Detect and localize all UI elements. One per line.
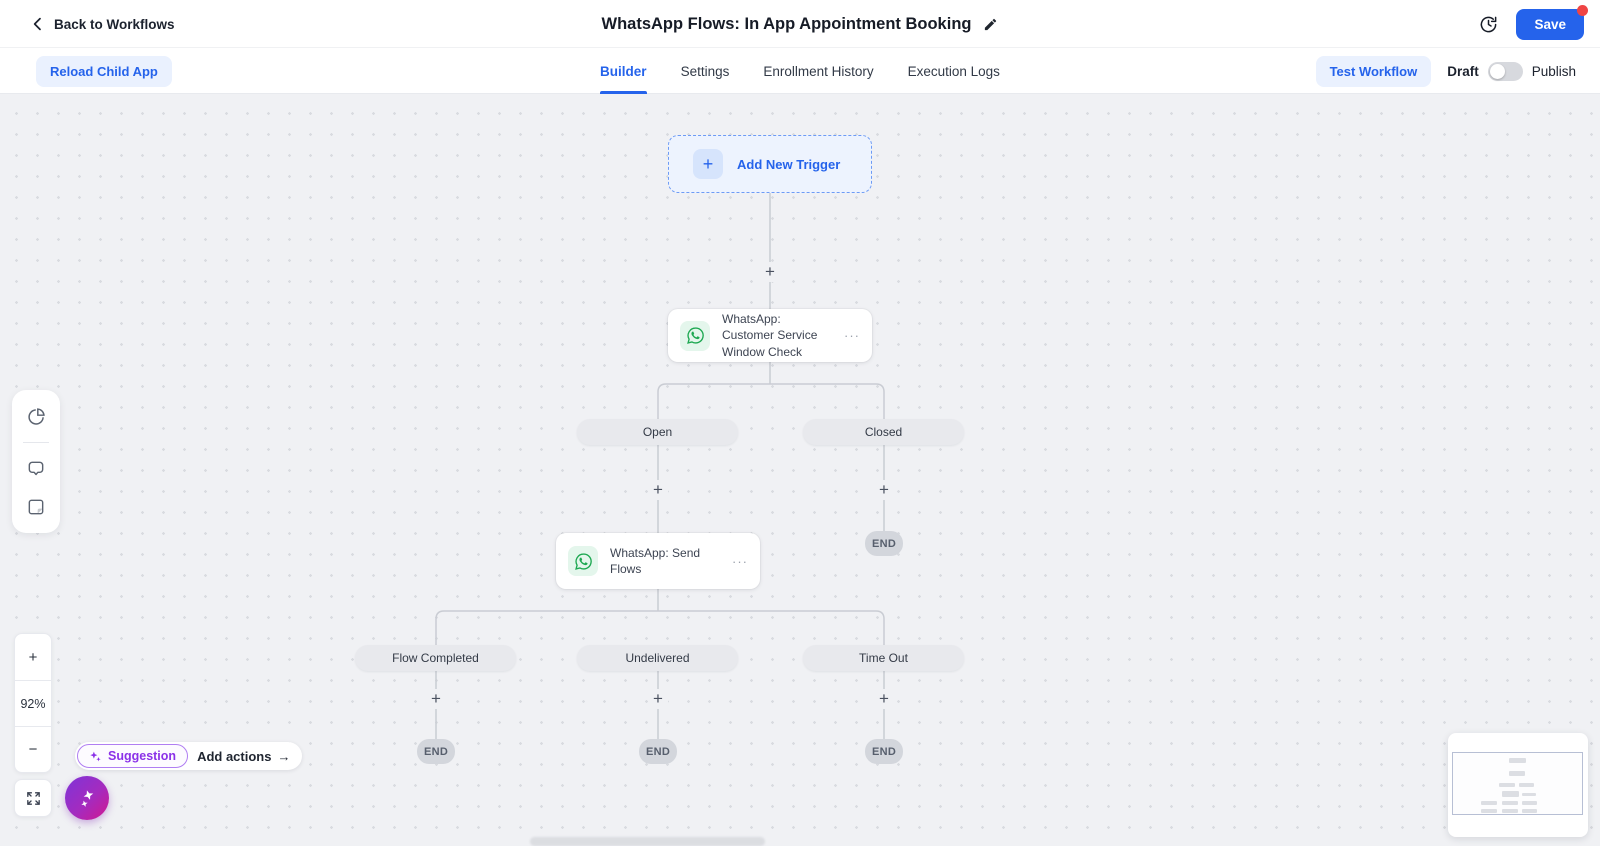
workflow-connectors (435, 193, 885, 739)
end-marker: END (417, 739, 455, 764)
ai-assistant-button[interactable] (65, 776, 109, 820)
back-label: Back to Workflows (54, 16, 175, 32)
node-menu-button[interactable]: ··· (844, 328, 860, 343)
suggestion-chip[interactable]: Suggestion (77, 744, 189, 768)
workflow-toolbar: Reload Child App Builder Settings Enroll… (0, 48, 1600, 94)
top-header: Back to Workflows WhatsApp Flows: In App… (0, 0, 1600, 48)
sticky-note-icon[interactable] (24, 495, 48, 519)
branch-time-out: Time Out (803, 645, 964, 671)
horizontal-scrollbar[interactable] (530, 837, 765, 846)
sparkles-icon (81, 790, 94, 807)
zoom-controls: + 92% − (14, 633, 52, 773)
suggestion-label: Suggestion (108, 749, 177, 763)
add-step-button[interactable]: + (648, 689, 668, 709)
arrow-right-icon: → (277, 748, 291, 764)
end-marker: END (865, 739, 903, 764)
history-icon[interactable] (1479, 15, 1498, 34)
add-step-button[interactable]: + (648, 480, 668, 500)
unsaved-changes-badge (1577, 4, 1588, 16)
test-workflow-button[interactable]: Test Workflow (1315, 55, 1432, 87)
branch-open: Open (577, 419, 738, 445)
save-label: Save (1534, 16, 1566, 32)
tab-settings[interactable]: Settings (680, 63, 730, 79)
trigger-label: Add New Trigger (737, 156, 841, 172)
tab-builder[interactable]: Builder (600, 48, 647, 94)
node-label: WhatsApp: Send Flows (610, 545, 701, 576)
add-step-button[interactable]: + (426, 689, 446, 709)
zoom-out-button[interactable]: − (15, 726, 51, 772)
analytics-pie-icon[interactable] (24, 404, 48, 428)
zoom-in-button[interactable]: + (28, 648, 38, 666)
canvas-tool-panel (12, 390, 60, 533)
branch-flow-completed: Flow Completed (355, 645, 516, 671)
sparkle-icon (90, 751, 101, 761)
page-title: WhatsApp Flows: In App Appointment Booki… (601, 14, 972, 33)
back-to-workflows-button[interactable]: Back to Workflows (30, 0, 175, 48)
minimap[interactable] (1448, 733, 1588, 837)
branch-undelivered: Undelivered (577, 645, 738, 671)
add-step-button[interactable]: + (874, 480, 894, 500)
tab-execution-logs[interactable]: Execution Logs (907, 63, 1000, 79)
end-marker: END (865, 531, 903, 556)
expand-icon (26, 791, 40, 805)
reload-child-app-button[interactable]: Reload Child App (36, 56, 172, 87)
edit-title-icon[interactable] (983, 17, 998, 32)
comment-icon[interactable] (24, 457, 48, 481)
publish-toggle[interactable] (1487, 61, 1523, 81)
end-marker: END (639, 739, 677, 764)
fit-to-screen-button[interactable] (14, 779, 52, 817)
plus-icon: + (693, 149, 723, 179)
toggle-knob (1489, 63, 1505, 79)
whatsapp-icon (680, 320, 710, 351)
add-actions-button[interactable]: Add actions → (197, 749, 290, 764)
node-menu-button[interactable]: ··· (732, 553, 748, 569)
add-step-button[interactable]: + (760, 262, 780, 282)
node-whatsapp-send-flows[interactable]: WhatsApp: Send Flows ··· (556, 533, 760, 589)
workflow-canvas[interactable]: + Add New Trigger + + + + + + WhatsApp: … (0, 94, 1600, 846)
minimap-viewport[interactable] (1452, 752, 1583, 815)
add-new-trigger-node[interactable]: + Add New Trigger (668, 135, 872, 193)
zoom-level[interactable]: 92% (15, 680, 51, 726)
tab-enrollment-history[interactable]: Enrollment History (763, 63, 874, 79)
suggestion-bar[interactable]: Suggestion Add actions → (75, 742, 303, 770)
chevron-left-icon (30, 16, 46, 32)
add-step-button[interactable]: + (874, 689, 894, 709)
divider (23, 442, 49, 443)
tab-bar: Builder Settings Enrollment History Exec… (0, 48, 1600, 94)
publish-label: Publish (1531, 63, 1576, 79)
add-actions-label: Add actions (197, 748, 272, 764)
whatsapp-icon (568, 546, 598, 576)
branch-closed: Closed (803, 419, 964, 445)
node-label: WhatsApp: Customer Service Window Check (722, 312, 818, 359)
draft-label: Draft (1447, 63, 1479, 79)
save-button[interactable]: Save (1516, 4, 1588, 40)
node-whatsapp-service-window-check[interactable]: WhatsApp: Customer Service Window Check … (668, 309, 872, 362)
